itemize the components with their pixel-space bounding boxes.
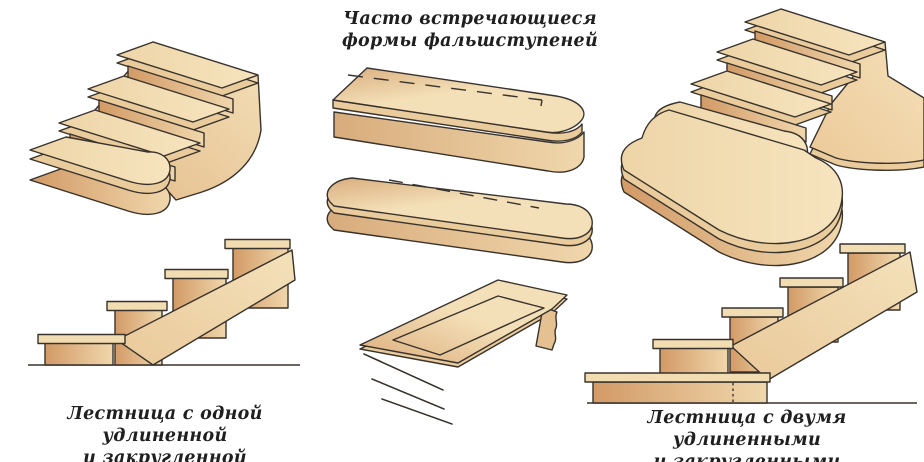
caption-left-line1: Лестница с одной удлиненной [67,404,263,446]
false-step-rounded-both-ends-illustration [326,177,593,264]
staircase-isometric-two-false-steps-illustration [620,8,924,267]
diagram-title: Часто встречающиеся формы фальшступеней [330,8,610,52]
caption-right-line2: и закругленными фальшступенями [653,452,841,462]
false-step-underside-view-illustration [359,279,568,425]
diagram-title-line2: формы фальшступеней [341,31,599,51]
caption-left: Лестница с одной удлиненной и закругленн… [10,403,320,462]
diagram-title-line1: Часто встречающиеся [343,9,597,29]
caption-right-line1: Лестница с двумя удлиненными [647,408,847,450]
staircase-side-view-two-false-steps-illustration [584,243,918,404]
caption-right: Лестница с двумя удлиненными и закруглен… [572,407,922,462]
caption-left-line2: и закругленной фальшступенью [83,448,247,462]
false-step-rounded-end-illustration [332,67,585,173]
staircase-side-view-one-false-step-illustration [28,238,300,366]
staircase-isometric-one-false-step-illustration [29,41,262,215]
